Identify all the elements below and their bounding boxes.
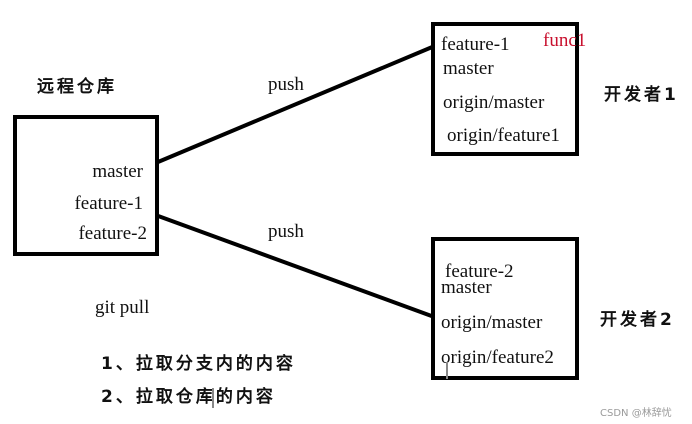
push-line-to-developer2 [148,211,439,320]
remote-branch-feature-1: feature-1 [74,193,143,214]
pull-note-1: 1、拉取分支内的内容 [101,354,296,374]
dev1-branch-feature-1: feature-1 [441,34,510,55]
git-pull-command: git pull [95,297,150,318]
dev2-branch-origin-feature2: origin/feature2 [441,347,554,368]
push-label-1: push [268,74,304,95]
remote-branch-master: master [92,161,143,182]
watermark: CSDN @林辞忧 [600,408,672,419]
func1-annotation: func1 [543,30,587,51]
push-label-2: push [268,221,304,242]
text-cursor-icon [212,388,214,408]
pull-note-2: 2、拉取仓库的内容 [101,387,276,407]
remote-repo-title: 远程仓库 [37,77,117,97]
remote-repo-box: master feature-1 feature-2 [13,115,159,256]
push-line-to-developer1 [156,43,439,164]
developer2-box: feature-2 master origin/master origin/fe… [431,237,579,380]
dev1-branch-master: master [443,58,494,79]
dev2-branch-origin-master: origin/master [441,312,543,333]
developer2-label: 开发者2 [600,310,675,330]
developer1-label: 开发者1 [604,85,679,105]
remote-branch-feature-2: feature-2 [78,223,147,244]
developer1-box: feature-1 master origin/master origin/fe… [431,22,579,156]
dev1-branch-origin-master: origin/master [443,92,545,113]
dev1-branch-origin-feature1: origin/feature1 [447,125,560,146]
dev2-branch-feature-2: feature-2 [445,261,514,282]
text-cursor-icon [446,362,448,379]
dev2-branch-master: master [441,277,492,298]
